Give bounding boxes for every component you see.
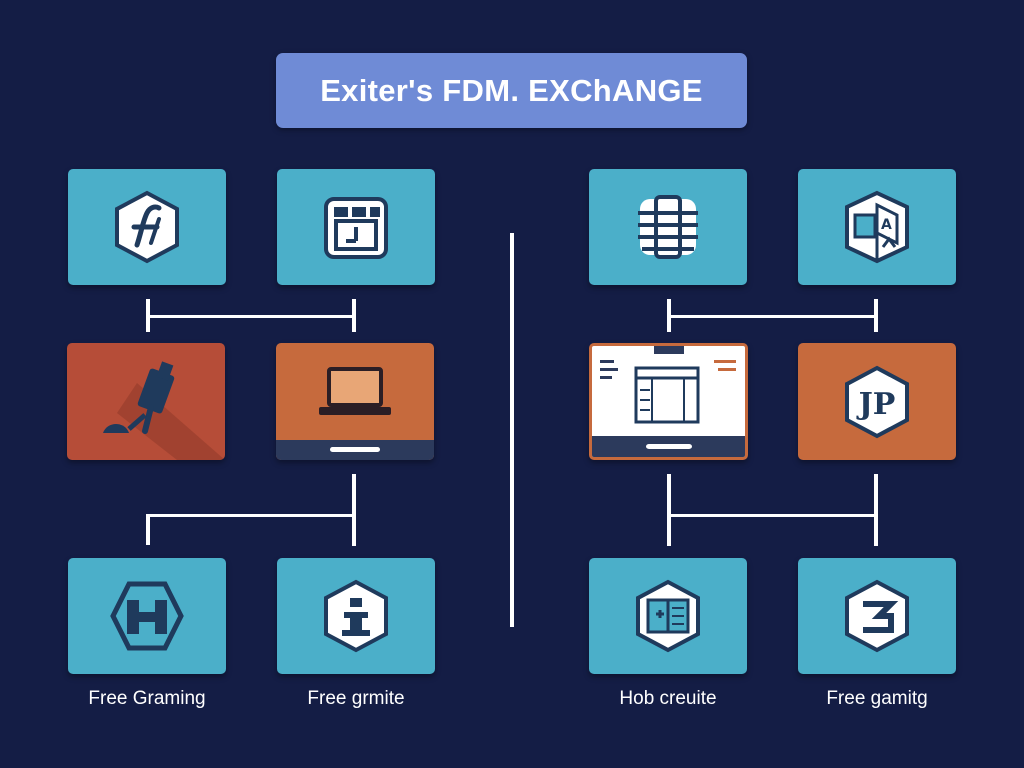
translate-cube-icon: A (845, 190, 909, 264)
connector-bottom-left-vertical (352, 474, 356, 546)
jp-letters-hexagon-icon: JP (845, 365, 909, 438)
label-left-1: Free Graming (88, 688, 206, 709)
jp-letters-text: JP (856, 387, 896, 422)
svg-text:A: A (881, 217, 892, 233)
laptop-icon (319, 366, 391, 415)
card-top-left-2[interactable] (277, 169, 435, 285)
card-mid-right-2[interactable]: JP (798, 343, 956, 460)
document-grid-icon (636, 579, 700, 653)
card-top-right-1[interactable] (589, 169, 747, 285)
card-bottom-left-1[interactable] (68, 558, 226, 674)
connector-top-right-horizontal (668, 315, 878, 318)
laptop-dock-bar (276, 440, 434, 460)
server-stack-icon (638, 195, 698, 259)
card-bottom-left-2[interactable] (277, 558, 435, 674)
card-bottom-right-1[interactable] (589, 558, 747, 674)
connector-bottom-left-horizontal (147, 514, 356, 517)
connector-top-left-tick-2 (352, 299, 356, 332)
connector-top-left-tick-1 (146, 299, 150, 332)
connector-top-right-tick-2 (874, 299, 878, 332)
connector-bottom-left-tick (146, 514, 150, 545)
card-mid-left-2[interactable] (276, 343, 434, 460)
card-top-left-1[interactable] (68, 169, 226, 285)
h-letter-hexagon-icon (110, 581, 184, 651)
browser-window-icon (592, 346, 745, 457)
connector-top-left-horizontal (147, 315, 356, 318)
label-right-1: Hob creuite (619, 688, 717, 709)
card-mid-left-1[interactable] (67, 343, 225, 460)
card-bottom-right-2[interactable] (798, 558, 956, 674)
connector-top-right-tick-1 (667, 299, 671, 332)
card-mid-right-1[interactable] (589, 343, 748, 460)
i-letter-hexagon-icon (324, 579, 388, 653)
number-three-document-icon (845, 579, 909, 653)
connector-bottom-right-vertical-2 (874, 474, 878, 546)
label-left-2: Free grmite (307, 688, 405, 709)
f-letter-hexagon-icon (115, 190, 179, 264)
connector-bottom-right-horizontal (668, 514, 878, 517)
card-top-right-2[interactable]: A (798, 169, 956, 285)
telescope-icon (103, 361, 225, 460)
label-right-2: Free gamitg (826, 688, 928, 709)
center-divider (510, 233, 514, 627)
calendar-box-icon (324, 197, 388, 259)
connector-bottom-right-vertical-1 (667, 474, 671, 546)
page-title: Exiter's FDM. EXChANGE (276, 53, 747, 128)
